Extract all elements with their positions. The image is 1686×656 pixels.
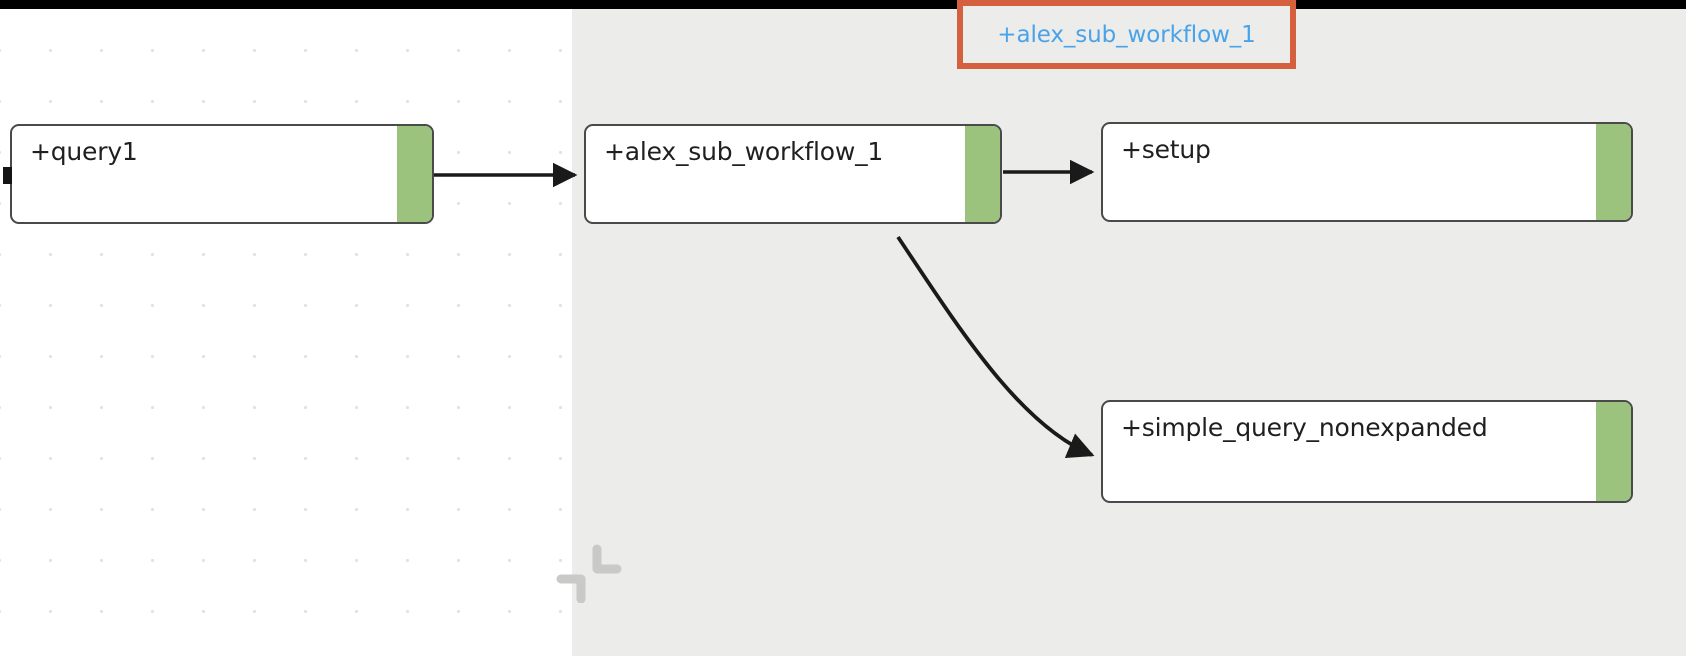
- subgraph-title-label: +alex_sub_workflow_1: [997, 21, 1256, 48]
- node-query1-status-strip: [397, 126, 432, 222]
- top-black-bar: [0, 0, 1686, 9]
- canvas-grid-background: [0, 9, 572, 656]
- node-query1-input-port[interactable]: [3, 167, 12, 184]
- subgraph-title-chip[interactable]: +alex_sub_workflow_1: [957, 0, 1296, 69]
- node-alex-sub-workflow-1[interactable]: +alex_sub_workflow_1: [584, 124, 1002, 224]
- node-query1-label: +query1: [30, 137, 138, 166]
- node-simple-query-nonexpanded-label: +simple_query_nonexpanded: [1121, 413, 1488, 442]
- node-setup-status-strip: [1596, 124, 1631, 220]
- node-alex-sub-workflow-1-status-strip: [965, 126, 1000, 222]
- node-simple-query-nonexpanded[interactable]: +simple_query_nonexpanded: [1101, 400, 1633, 503]
- node-simple-query-nonexpanded-status-strip: [1596, 402, 1631, 501]
- node-setup-label: +setup: [1121, 135, 1211, 164]
- node-setup[interactable]: +setup: [1101, 122, 1633, 222]
- collapse-corners-icon[interactable]: [553, 533, 623, 604]
- node-query1[interactable]: +query1: [10, 124, 434, 224]
- node-alex-sub-workflow-1-label: +alex_sub_workflow_1: [604, 137, 884, 166]
- subgraph-region[interactable]: [572, 9, 1686, 656]
